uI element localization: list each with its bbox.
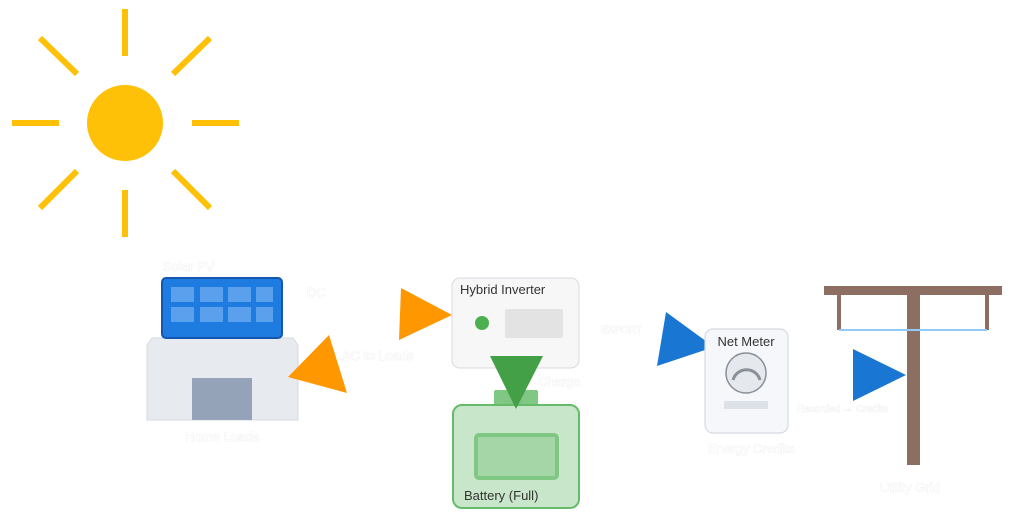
battery-node: Battery (Full) <box>452 390 580 509</box>
pole-trunk <box>907 295 920 465</box>
meter-readout-bar <box>724 401 768 409</box>
home-loads-node: Home Loads <box>146 337 299 444</box>
battery-label: Battery (Full) <box>464 488 538 503</box>
charge-label: Charge <box>538 374 581 389</box>
solar-cell <box>171 307 194 322</box>
sun-disc <box>87 85 163 161</box>
solar-cell <box>256 307 273 322</box>
ac-to-loads-label: AC to Loads <box>342 348 414 363</box>
inverter-display <box>505 309 563 338</box>
utility-grid-label: Utility Grid <box>880 480 940 495</box>
pole-crossarm <box>824 286 1002 295</box>
home-loads-label: Home Loads <box>185 429 259 444</box>
net-meter-node: Net Meter Energy Credits <box>704 328 795 456</box>
door-icon <box>192 378 252 420</box>
pole-insulator-left <box>837 295 841 330</box>
sun-rays <box>12 9 239 237</box>
solar-cell <box>228 307 251 322</box>
net-meter-label: Net Meter <box>717 334 775 349</box>
battery-level <box>474 433 559 480</box>
solar-pv-label: Solar PV <box>163 259 215 274</box>
recorded-arrow-icon <box>853 349 906 401</box>
solar-cell <box>200 287 223 302</box>
solar-cell <box>228 287 251 302</box>
inverter-led-icon <box>475 316 489 330</box>
inverter-label: Hybrid Inverter <box>460 282 546 297</box>
utility-pole-icon <box>824 286 1002 465</box>
solar-cell <box>200 307 223 322</box>
dc-arrow-icon <box>399 288 452 340</box>
sun-ray <box>170 35 213 77</box>
export-flow: EXPORT <box>601 312 714 366</box>
pole-insulator-right <box>985 295 989 330</box>
solar-cell <box>171 287 194 302</box>
charge-flow: Charge <box>490 356 581 409</box>
sun-ray <box>37 168 80 211</box>
sun-ray <box>37 35 80 77</box>
solar-cell <box>256 287 273 302</box>
solar-cells <box>171 287 273 322</box>
solar-pv-node: Solar PV <box>161 259 283 339</box>
ac-arrow-icon <box>288 335 347 393</box>
energy-credits-label: Energy Credits <box>708 441 794 456</box>
utility-grid-node: Utility Grid <box>824 286 1002 495</box>
dc-flow: DC <box>307 285 452 340</box>
meter-dial-arc <box>731 368 762 381</box>
sun-ray <box>170 168 213 211</box>
export-label: EXPORT <box>601 325 642 336</box>
hybrid-inverter-node: Hybrid Inverter <box>451 277 580 369</box>
dc-label: DC <box>307 285 326 300</box>
charge-arrow-icon <box>490 356 543 409</box>
ac-to-loads-flow: AC to Loads <box>288 335 414 393</box>
recorded-flow: Recorded → Credits <box>797 349 906 415</box>
recorded-label: Recorded → Credits <box>797 404 888 415</box>
export-arrow-icon <box>657 312 714 366</box>
meter-dial <box>725 352 767 394</box>
sun-icon <box>12 9 239 237</box>
